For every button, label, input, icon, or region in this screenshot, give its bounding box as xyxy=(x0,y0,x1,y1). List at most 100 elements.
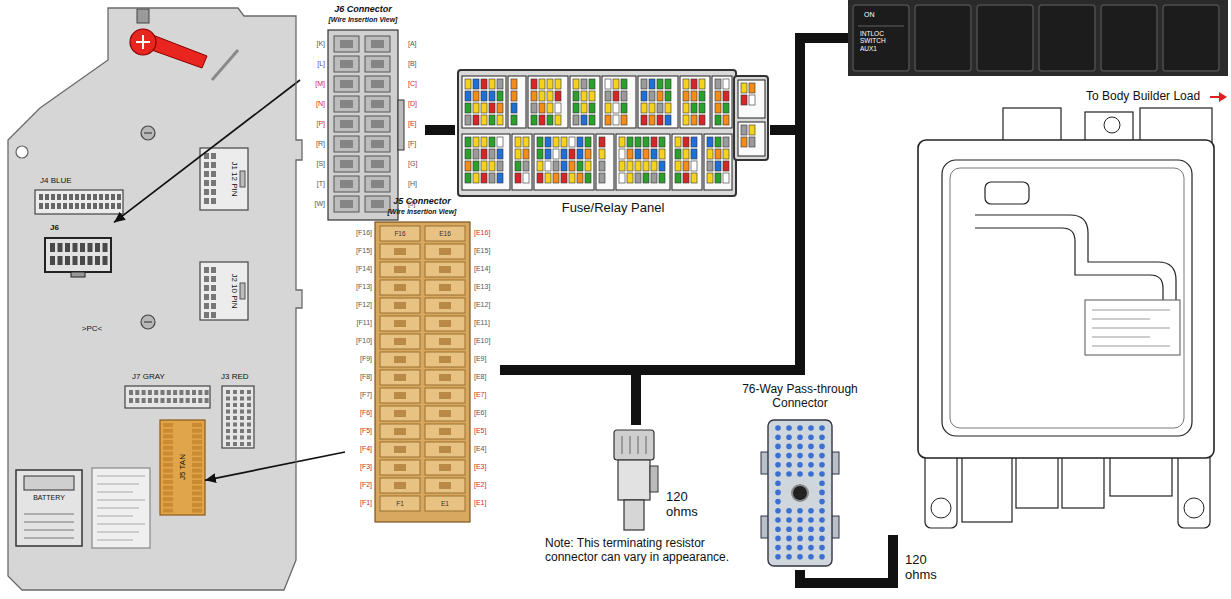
fuse xyxy=(665,91,671,101)
pin-label: [E14] xyxy=(474,265,490,273)
j5-cavity xyxy=(425,478,465,493)
fuse xyxy=(605,79,611,89)
leader-arrow xyxy=(205,452,345,480)
pin-cavity xyxy=(142,390,146,395)
sticker-print xyxy=(97,516,133,517)
connector-body xyxy=(200,148,248,210)
pin-label: [E9] xyxy=(474,355,486,363)
fuse xyxy=(473,79,479,89)
fuse xyxy=(699,115,705,125)
fuse xyxy=(589,79,595,89)
resistor-latch xyxy=(650,466,658,492)
pin-cavity xyxy=(99,203,103,209)
pin-cavity xyxy=(161,390,165,395)
pin-cavity xyxy=(80,256,85,265)
pin-cavity xyxy=(39,194,43,200)
text-holder: [D] xyxy=(408,100,417,108)
j5-cavity xyxy=(380,496,420,511)
pin-cavity xyxy=(211,198,216,204)
resistance-value: 120 ohms xyxy=(666,490,702,520)
pin-cavity xyxy=(233,403,237,407)
j5-cavity xyxy=(380,334,420,349)
text-holder: [F12] xyxy=(356,301,372,309)
module-bolt xyxy=(1104,117,1120,133)
text-holder: [F9] xyxy=(360,355,372,363)
fuse xyxy=(619,149,625,159)
view-subtitle: [Wire Insertion View] xyxy=(329,16,398,24)
pin-cavity xyxy=(240,397,244,401)
text-holder: [F10] xyxy=(356,337,372,345)
fuse xyxy=(691,91,697,101)
resistor-head xyxy=(614,430,654,460)
fuse xyxy=(511,91,517,101)
fuse xyxy=(613,79,619,89)
j6-cavity xyxy=(334,36,359,52)
fuse xyxy=(643,173,649,183)
text-holder: J2 10 PIN xyxy=(229,273,238,308)
fuse xyxy=(589,103,595,113)
pin-cavity xyxy=(173,398,177,403)
text-holder: J4 BLUE xyxy=(40,176,72,185)
text-holder: J6 Connector xyxy=(334,4,392,14)
pin-cavity xyxy=(211,303,216,309)
harness-cable xyxy=(770,38,848,130)
module-body xyxy=(918,140,1214,458)
connector-caption: 76-Way Pass-through Connector xyxy=(734,383,866,411)
fuse xyxy=(569,149,575,159)
fuse xyxy=(627,149,633,159)
fuse xyxy=(489,103,495,113)
j5-cavity xyxy=(380,388,420,403)
passthrough-pin xyxy=(775,490,781,496)
j5-terminal xyxy=(394,410,406,417)
passthrough-pin xyxy=(819,508,825,514)
pin-cavity xyxy=(154,398,158,403)
fuse xyxy=(621,91,627,101)
module-hole xyxy=(1184,498,1204,518)
passthrough-pin xyxy=(808,536,814,542)
fuse xyxy=(589,115,595,125)
pin-cavity xyxy=(204,285,209,291)
j5-cavity xyxy=(380,406,420,421)
j5-terminal xyxy=(394,284,406,291)
text-holder: INTLOC SWITCH AUX1 xyxy=(860,30,900,52)
fuse-block xyxy=(638,76,678,128)
fuse xyxy=(585,161,591,171)
fuse xyxy=(683,161,689,171)
fuse xyxy=(523,149,529,159)
pin-label: [E4] xyxy=(474,445,486,453)
pin-cavity xyxy=(88,256,93,265)
j5-cavity xyxy=(425,226,465,241)
text-holder: [M] xyxy=(315,80,325,88)
pin-label: [E2] xyxy=(474,481,486,489)
fuse xyxy=(715,91,721,101)
j5-terminal xyxy=(394,266,406,273)
text-holder: 120 ohms xyxy=(666,490,702,520)
pin-cavity xyxy=(75,194,79,200)
passthrough-pin xyxy=(819,453,825,459)
sticker-print xyxy=(97,484,139,485)
passthrough-pin xyxy=(797,517,803,523)
passthrough-pin xyxy=(819,462,825,468)
fuse xyxy=(619,137,625,147)
pin-cavity xyxy=(211,189,216,195)
pin-cavity xyxy=(163,423,173,427)
passthrough-bolt xyxy=(792,485,808,501)
fuse xyxy=(613,103,619,113)
fuse xyxy=(657,115,663,125)
pin-cavity xyxy=(192,474,202,478)
j6-cavity xyxy=(334,56,359,72)
pin-cavity xyxy=(95,243,100,252)
screw xyxy=(141,315,155,329)
fuse xyxy=(723,137,729,147)
fuse xyxy=(723,79,729,89)
fuse xyxy=(537,161,543,171)
j6-cavity xyxy=(334,196,359,212)
panel-outline xyxy=(8,8,300,592)
fuse xyxy=(707,173,713,183)
passthrough-pin xyxy=(819,490,825,496)
fuse xyxy=(683,115,689,125)
pin-cavity xyxy=(204,312,209,318)
pin-cavity xyxy=(211,180,216,186)
connector-name: J6 xyxy=(50,223,59,232)
leader-arrow xyxy=(114,80,300,222)
